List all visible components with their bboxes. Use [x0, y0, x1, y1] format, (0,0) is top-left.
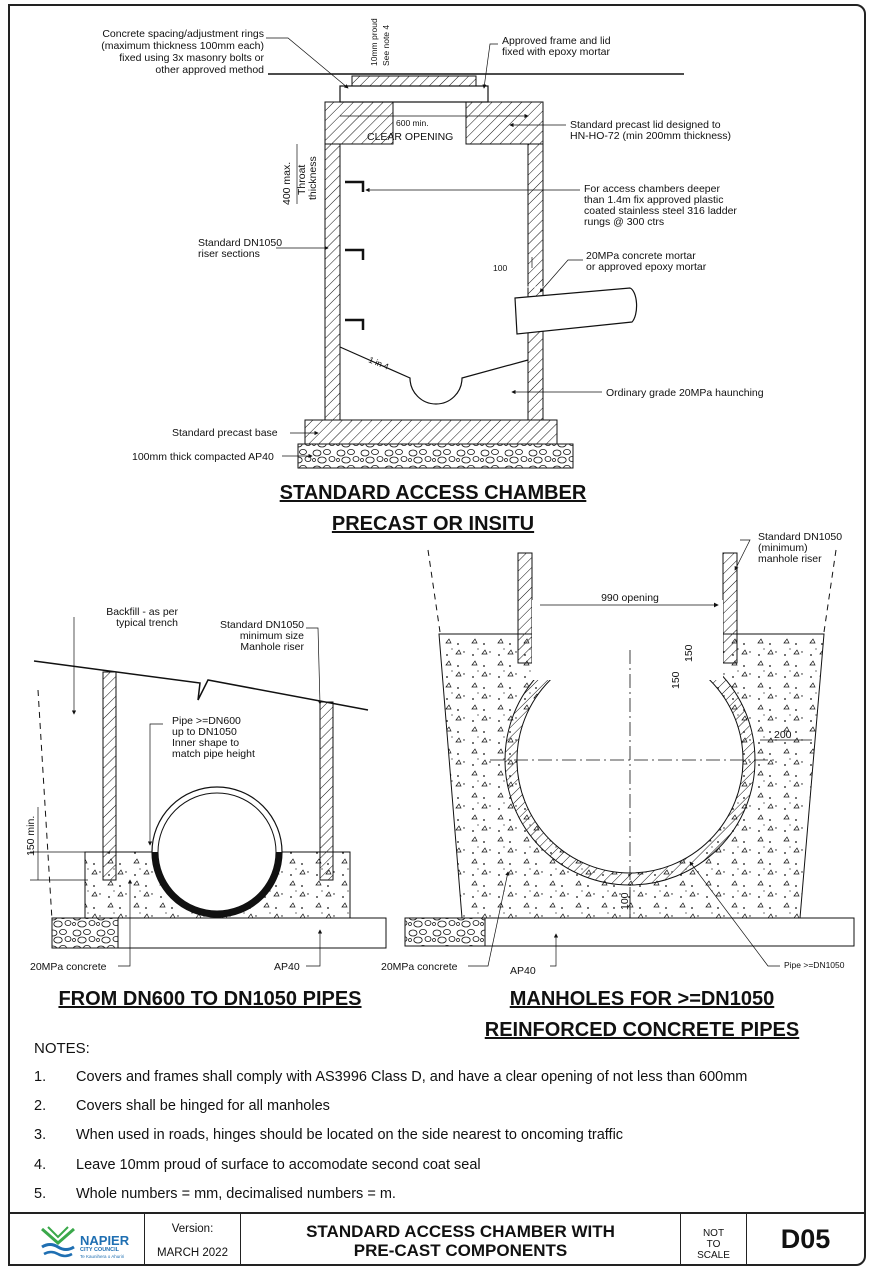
label-base: Standard precast base	[172, 427, 278, 439]
label-100: 100	[619, 892, 631, 910]
label-right-riser: Standard DN1050(minimum)manhole riser	[758, 531, 842, 565]
label-opening-min: 600 min.	[396, 118, 429, 128]
label-throat: Throat	[296, 165, 308, 195]
label-150-min: 150 min.	[25, 816, 37, 856]
title-cell: STANDARD ACCESS CHAMBER WITH PRE-CAST CO…	[240, 1213, 680, 1266]
label-pipe-dn1050: Pipe >=DN1050	[784, 960, 845, 970]
riser-wall-right	[527, 143, 544, 421]
drawing-number-cell: D05	[746, 1213, 864, 1266]
top-title-line1: STANDARD ACCESS CHAMBER	[280, 482, 587, 504]
logo-sub: CITY COUNCIL	[80, 1247, 120, 1253]
note-item: 4.Leave 10mm proud of surface to accomod…	[34, 1157, 481, 1173]
label-left-concrete: 20MPa concrete	[30, 961, 107, 973]
scale-line2: TO	[706, 1239, 721, 1250]
benching-profile	[339, 346, 529, 405]
note-item: 1.Covers and frames shall comply with AS…	[34, 1069, 748, 1085]
label-see-note: See note 4	[381, 25, 391, 66]
outlet-pipe	[514, 287, 638, 335]
right-drawing: Standard DN1050(minimum)manhole riser 99…	[381, 531, 855, 977]
sheet-title-line1: STANDARD ACCESS CHAMBER WITH	[306, 1222, 615, 1241]
label-150a: 150	[683, 644, 695, 662]
label-left-ap40: AP40	[274, 961, 300, 973]
top-chamber-drawing: Concrete spacing/adjustment rings(maximu…	[101, 18, 764, 469]
logo-name: NAPIER	[80, 1233, 130, 1248]
precast-lid-left	[324, 101, 394, 145]
ap40-bedding	[297, 443, 574, 469]
precast-lid-right	[465, 101, 544, 145]
label-200: 200	[774, 729, 792, 741]
drawing-number: D05	[780, 1224, 831, 1254]
riser-wall-left	[324, 143, 341, 421]
scale-line3: SCALE	[697, 1250, 730, 1261]
label-throat-max: 400 max.	[281, 162, 293, 205]
version-cell: Version: MARCH 2022	[144, 1213, 240, 1266]
label-clear-opening: CLEAR OPENING	[367, 131, 453, 143]
sheet-title-line2: PRE-CAST COMPONENTS	[353, 1241, 568, 1260]
ladder-rungs	[345, 180, 365, 330]
notes-heading: NOTES:	[34, 1040, 90, 1057]
version-value: MARCH 2022	[157, 1247, 228, 1259]
note-item: 3.When used in roads, hinges should be l…	[34, 1127, 624, 1143]
label-throat-thickness: thickness	[307, 156, 319, 200]
precast-base	[304, 419, 558, 445]
label-right-ap40: AP40	[510, 965, 536, 977]
label-right-concrete: 20MPa concrete	[381, 961, 458, 973]
pipe-dn600-inner	[157, 792, 277, 912]
version-label: Version:	[171, 1223, 214, 1235]
title-block-rule	[8, 1212, 866, 1214]
scale-cell: NOT TO SCALE	[680, 1213, 746, 1266]
label-haunching: Ordinary grade 20MPa haunching	[606, 387, 764, 399]
note-item: 5.Whole numbers = mm, decimalised number…	[34, 1186, 396, 1202]
napier-logo-icon	[41, 1226, 75, 1258]
label-150b: 150	[670, 671, 682, 689]
left-riser-wall-l	[102, 671, 117, 881]
left-title: FROM DN600 TO DN1050 PIPES	[58, 988, 361, 1010]
right-title-line1: MANHOLES FOR >=DN1050	[510, 988, 775, 1010]
note-item: 2.Covers shall be hinged for all manhole…	[34, 1098, 330, 1114]
frame-and-lid	[339, 85, 489, 103]
trench-edge	[37, 689, 53, 921]
trench-surface	[33, 660, 369, 711]
drawing-canvas: Concrete spacing/adjustment rings(maximu…	[25, 18, 855, 1041]
label-rings: Concrete spacing/adjustment rings(maximu…	[101, 28, 264, 76]
scale-line1: NOT	[702, 1228, 725, 1239]
label-dim-100: 100	[493, 263, 507, 273]
top-title-line2: PRECAST OR INSITU	[332, 513, 534, 535]
label-slope: 1 in 4	[367, 355, 390, 372]
label-proud: 10mm proud	[369, 18, 379, 66]
sheet-border	[8, 4, 866, 1266]
logo-cell: NAPIER CITY COUNCIL Te Kaunihera o Ahuri…	[10, 1213, 144, 1266]
right-riser-l	[517, 552, 533, 664]
label-990-opening: 990 opening	[601, 592, 659, 604]
logo-tag: Te Kaunihera o Ahuriri	[80, 1254, 125, 1259]
label-ap40-top: 100mm thick compacted AP40	[132, 451, 274, 463]
pipe-dn600-shell	[152, 851, 282, 917]
adjustment-rings	[351, 75, 477, 87]
right-title-line2: REINFORCED CONCRETE PIPES	[485, 1019, 799, 1041]
left-riser-wall-r	[319, 701, 334, 881]
